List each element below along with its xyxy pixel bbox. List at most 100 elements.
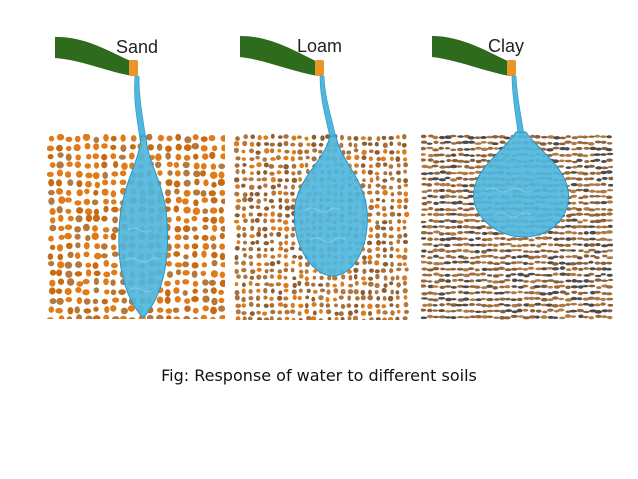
- soil-grain: [588, 316, 595, 320]
- soil-grain: [456, 159, 465, 163]
- soil-grain: [450, 267, 457, 271]
- soil-grain: [485, 291, 493, 294]
- soil-grain: [564, 230, 573, 234]
- soil-grain: [469, 243, 476, 247]
- soil-grain: [48, 179, 55, 187]
- soil-grain: [426, 256, 433, 260]
- soil-grain: [577, 256, 583, 260]
- soil-grain: [481, 310, 488, 314]
- soil-grain: [595, 190, 601, 193]
- soil-grain: [504, 268, 512, 272]
- soil-grain: [284, 205, 291, 211]
- soil-grain: [461, 202, 470, 206]
- soil-grain: [256, 198, 262, 204]
- soil-grain: [64, 197, 72, 203]
- soil-grain: [498, 273, 504, 277]
- soil-grain: [271, 190, 277, 196]
- soil-grain: [468, 302, 476, 307]
- sand-label: Sand: [116, 37, 159, 57]
- soil-grain: [264, 262, 270, 267]
- soil-grain: [174, 262, 183, 268]
- soil-grain: [249, 141, 255, 147]
- soil-grain: [421, 237, 427, 240]
- soil-grain: [166, 161, 173, 167]
- soil-grain: [570, 218, 578, 222]
- soil-grain: [433, 140, 439, 144]
- soil-grain: [397, 219, 402, 224]
- soil-grain: [292, 282, 297, 289]
- soil-grain: [110, 289, 117, 296]
- soil-grain: [257, 317, 262, 320]
- soil-grain: [277, 135, 283, 139]
- soil-grain: [270, 226, 276, 231]
- soil-grain: [396, 135, 400, 140]
- soil-grain: [439, 170, 447, 174]
- soil-grain: [297, 149, 303, 155]
- soil-grain: [263, 212, 268, 217]
- soil-grain: [456, 309, 463, 312]
- soil-grain: [202, 153, 209, 160]
- soil-grain: [463, 279, 471, 283]
- soil-grain: [396, 282, 401, 288]
- soil-grain: [340, 289, 346, 295]
- soil-grain: [375, 273, 380, 280]
- soil-grain: [347, 135, 352, 141]
- soil-grain: [269, 296, 274, 301]
- soil-grain: [248, 177, 254, 182]
- soil-grain: [250, 134, 255, 140]
- soil-grain: [397, 191, 403, 196]
- soil-grain: [311, 302, 317, 307]
- soil-grain: [427, 308, 433, 313]
- soil-grain: [383, 283, 388, 288]
- soil-grain: [235, 316, 241, 320]
- soil-grain: [369, 226, 374, 233]
- soil-grain: [388, 136, 395, 140]
- soil-grain: [456, 220, 464, 224]
- soil-grain: [192, 134, 199, 141]
- soil-grain: [270, 239, 274, 244]
- soil-grain: [166, 216, 172, 223]
- soil-grain: [517, 272, 525, 277]
- soil-grain: [504, 285, 511, 289]
- soil-grain: [277, 142, 283, 147]
- soil-grain: [578, 314, 584, 319]
- soil-grain: [462, 249, 470, 253]
- soil-grain: [547, 308, 554, 312]
- sand-water-plume: [118, 135, 169, 319]
- soil-grain: [492, 267, 500, 271]
- soil-grain: [175, 196, 182, 204]
- soil-grain: [600, 279, 609, 282]
- soil-grain: [110, 190, 117, 198]
- soil-grain: [480, 158, 488, 162]
- soil-grain: [421, 158, 427, 162]
- soil-grain: [210, 306, 218, 315]
- soil-grain: [606, 243, 613, 247]
- soil-grain: [486, 297, 494, 302]
- soil-grain: [421, 146, 426, 151]
- soil-grain: [362, 260, 367, 265]
- soil-grain: [492, 280, 500, 284]
- soil-grain: [340, 304, 346, 309]
- soil-grain: [381, 206, 387, 212]
- soil-grain: [421, 172, 429, 176]
- soil-grain: [594, 274, 602, 278]
- soil-grain: [546, 267, 554, 270]
- soil-grain: [403, 162, 408, 168]
- soil-grain: [534, 302, 542, 306]
- soil-grain: [605, 238, 613, 242]
- soil-grain: [486, 254, 494, 258]
- soil-grain: [503, 304, 511, 307]
- soil-grain: [312, 310, 317, 316]
- soil-grain: [421, 267, 428, 271]
- soil-grain: [486, 304, 494, 308]
- soil-grain: [570, 194, 578, 198]
- soil-grain: [319, 302, 324, 308]
- soil-grain: [467, 202, 475, 206]
- soil-grain: [432, 248, 439, 253]
- soil-grain: [58, 315, 65, 319]
- soil-grain: [493, 237, 501, 240]
- soil-grain: [564, 224, 572, 228]
- soil-grain: [534, 315, 540, 319]
- soil-grain: [457, 195, 464, 199]
- soil-grain: [450, 310, 457, 313]
